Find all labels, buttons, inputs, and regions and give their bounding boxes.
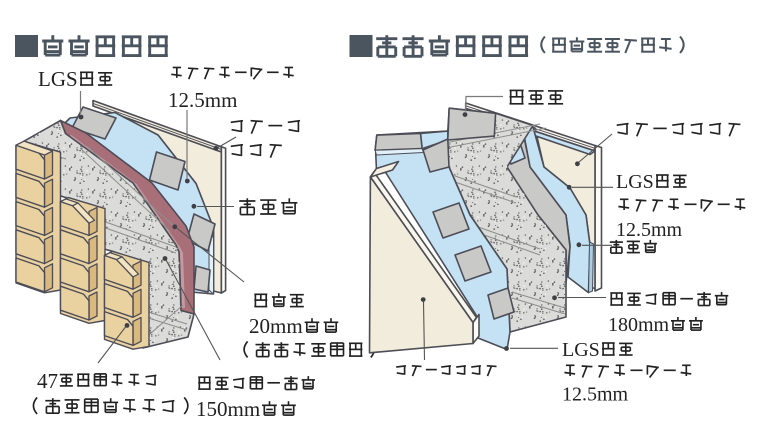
svg-text:LGS: LGS	[562, 339, 600, 361]
svg-text:180mm: 180mm	[608, 314, 670, 336]
svg-text:20mm: 20mm	[249, 314, 303, 338]
svg-text:12.5mm: 12.5mm	[562, 384, 629, 406]
svg-text:12.5mm: 12.5mm	[616, 219, 683, 241]
svg-text:LGS: LGS	[38, 67, 78, 91]
svg-text:150mm: 150mm	[196, 397, 260, 421]
svg-text:47: 47	[37, 369, 58, 393]
svg-text:12.5mm: 12.5mm	[168, 88, 237, 112]
svg-text:LGS: LGS	[616, 171, 654, 193]
